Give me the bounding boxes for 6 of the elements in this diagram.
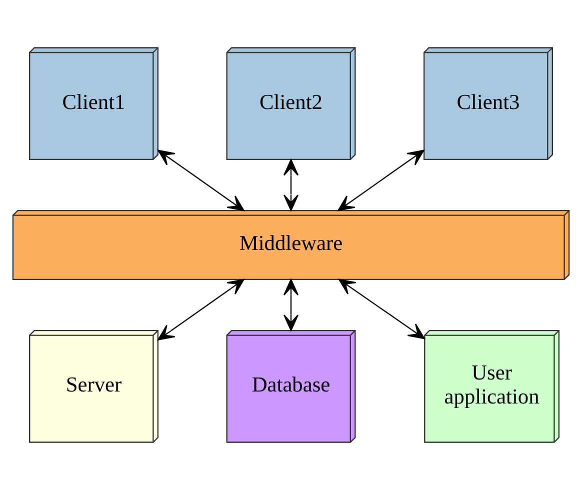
arrow: [283, 278, 299, 331]
arrow: [338, 278, 425, 339]
arrow: [338, 149, 424, 211]
arrow: [283, 158, 299, 211]
arrow: [158, 278, 244, 340]
arrow: [158, 149, 244, 211]
